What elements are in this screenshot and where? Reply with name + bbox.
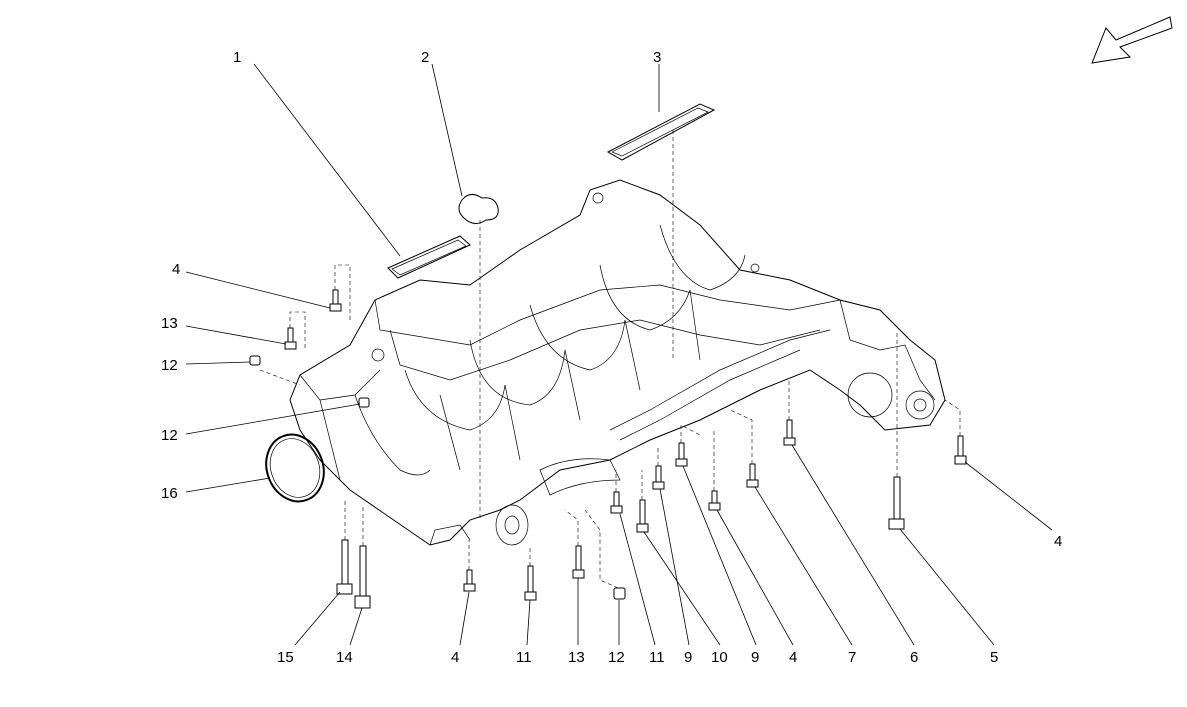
gasket-3: [606, 103, 716, 161]
bolt-11-a: [524, 565, 537, 601]
bolt-9-a: [652, 465, 665, 490]
callout-6: 6: [910, 649, 918, 666]
bolt-7: [746, 463, 759, 488]
callout-16: 16: [161, 485, 178, 502]
arrow-down-left-icon: [1091, 16, 1173, 64]
callout-9: 9: [751, 649, 759, 666]
callout-labels: 1 2 3 4 13 12 12 16 15 14 4 11 13 12 11 …: [161, 49, 1062, 666]
bolts: [249, 289, 967, 609]
callout-4: 4: [1054, 533, 1062, 550]
bolt-4-right: [954, 435, 967, 465]
callout-10: 10: [711, 649, 728, 666]
callout-12: 12: [161, 357, 178, 374]
callout-7: 7: [848, 649, 856, 666]
callout-11: 11: [516, 649, 532, 666]
bolt-6: [783, 419, 796, 446]
crankcase-block: [289, 179, 946, 546]
callout-2: 2: [421, 49, 429, 66]
bolt-9-b: [675, 442, 688, 467]
assembly-lines: [259, 130, 961, 589]
callout-4: 4: [451, 649, 459, 666]
bolt-15: [336, 539, 353, 595]
ring-seal-16: [265, 433, 325, 503]
callout-5: 5: [990, 649, 998, 666]
bolt-4-top: [329, 289, 342, 312]
callout-12: 12: [161, 427, 178, 444]
bolt-11-b: [610, 491, 623, 514]
dowel-12-mid: [358, 397, 370, 408]
callout-3: 3: [653, 49, 661, 66]
bolt-4-bottom: [463, 569, 476, 592]
dowel-12-bottom: [613, 587, 626, 600]
callout-13: 13: [161, 315, 178, 332]
bolt-4-c: [708, 490, 721, 511]
callout-11: 11: [649, 649, 665, 666]
callout-4: 4: [789, 649, 797, 666]
dowel-12-top: [249, 355, 261, 366]
callout-9: 9: [684, 649, 692, 666]
callout-15: 15: [277, 649, 294, 666]
bolt-13-bottom: [572, 545, 585, 579]
bolt-10: [636, 499, 649, 533]
callout-1: 1: [233, 49, 241, 66]
callout-13: 13: [568, 649, 585, 666]
callout-4: 4: [172, 261, 180, 278]
gasket-2: [458, 194, 499, 224]
callout-12: 12: [608, 649, 625, 666]
callout-14: 14: [336, 649, 353, 666]
leader-lines: [185, 63, 1053, 646]
gasket-1: [387, 235, 471, 279]
bolt-5: [888, 476, 905, 530]
bolt-14: [354, 545, 371, 609]
bolt-13-left: [284, 327, 297, 350]
